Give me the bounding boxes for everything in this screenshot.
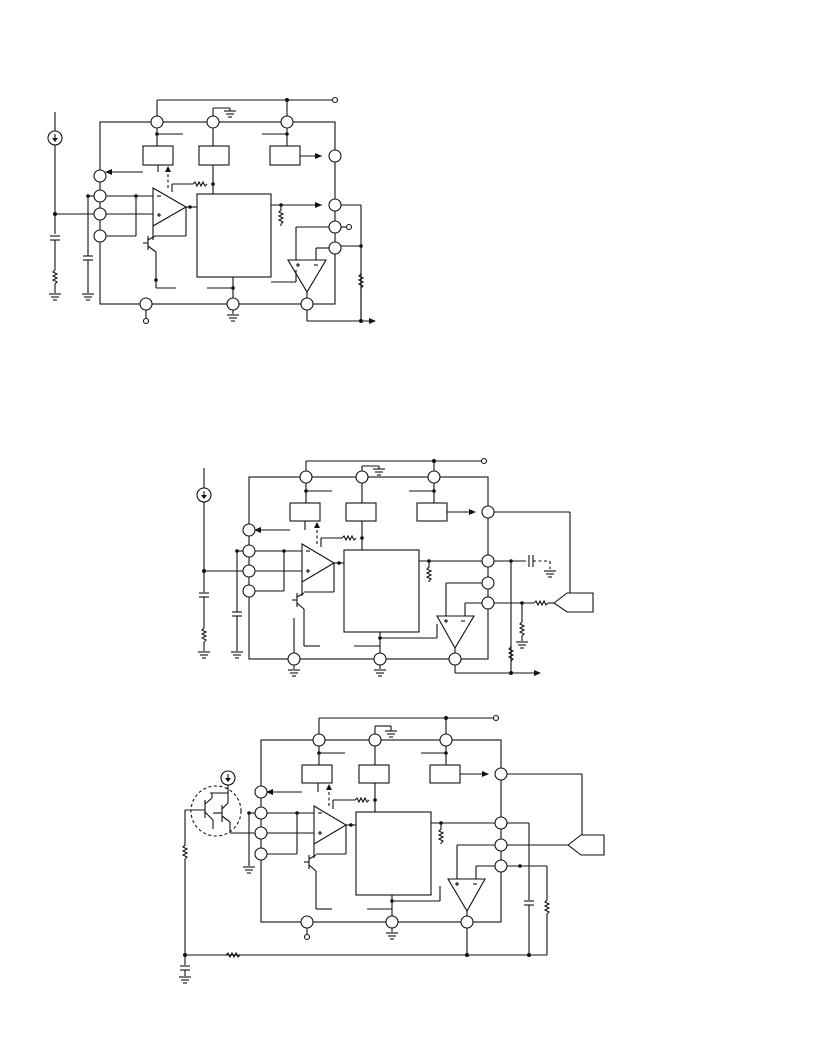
circuit-diagram-3: [178, 714, 605, 984]
circuit-diagram-2: [196, 457, 594, 677]
circuit-diagram-1: [47, 96, 376, 325]
